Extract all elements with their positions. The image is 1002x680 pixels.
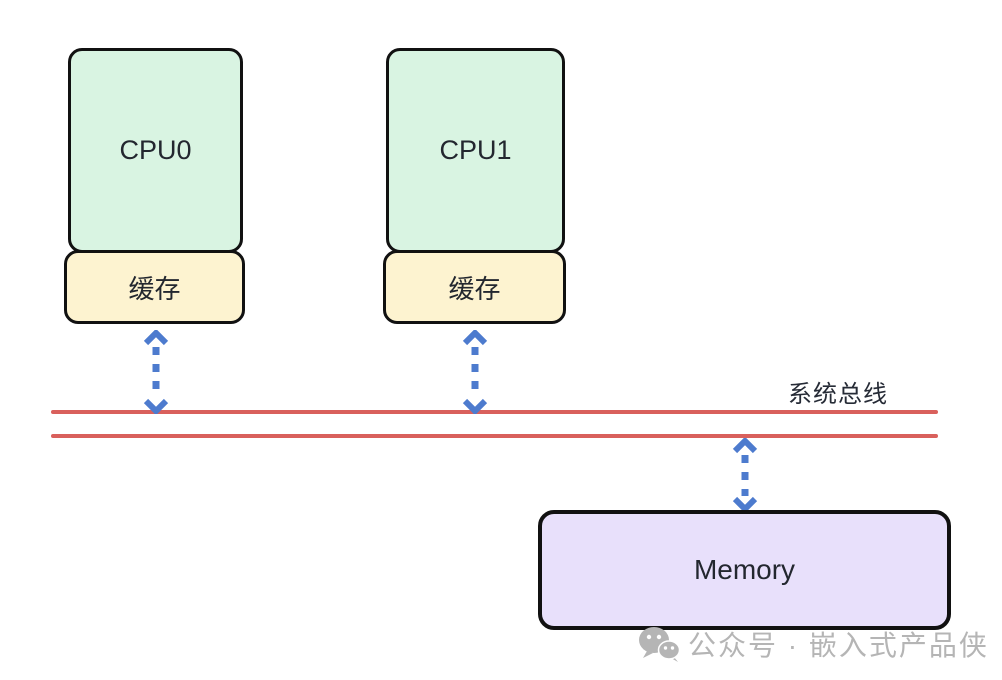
cpu0-node: CPU0 — [68, 48, 243, 253]
cpu1-node: CPU1 — [386, 48, 565, 253]
cache0-node: 缓存 — [64, 250, 245, 324]
bus-line-top — [51, 410, 938, 414]
cache0-bus-arrow-icon — [143, 330, 169, 414]
bus-memory-arrow-icon — [732, 438, 758, 512]
cache1-node: 缓存 — [383, 250, 566, 324]
cpu1-label: CPU1 — [439, 135, 512, 165]
memory-node: Memory — [538, 510, 951, 630]
watermark: 公众号 · 嵌入式产品侠 — [638, 624, 989, 664]
bus-label: 系统总线 — [788, 381, 888, 408]
wechat-icon — [639, 627, 680, 662]
memory-label: Memory — [693, 554, 796, 585]
cache1-bus-arrow-icon — [462, 330, 488, 414]
cache1-label: 缓存 — [448, 273, 501, 304]
watermark-text: 公众号 · 嵌入式产品侠 — [688, 630, 989, 661]
bus-line-bottom — [51, 434, 938, 438]
cache0-label: 缓存 — [128, 273, 181, 304]
cpu0-label: CPU0 — [119, 135, 192, 165]
